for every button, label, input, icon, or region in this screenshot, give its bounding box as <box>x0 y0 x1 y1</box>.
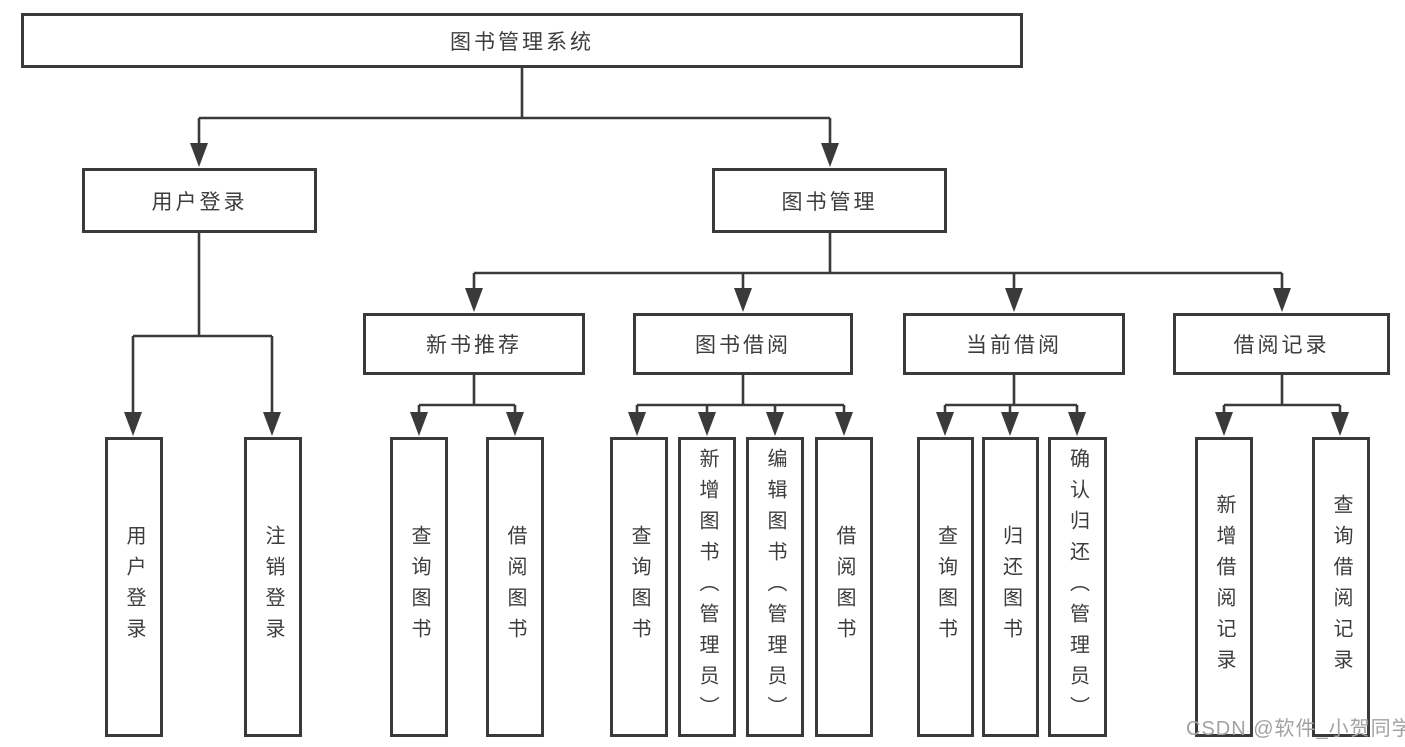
node-label: 当前借阅 <box>966 334 1062 357</box>
node-library-management-system: 图书管理系统 <box>21 13 1023 68</box>
leaf-query-borrow-record: 查询借阅记录 <box>1312 437 1370 737</box>
node-borrowing-records: 借阅记录 <box>1173 313 1390 375</box>
arrowheads <box>124 143 1349 436</box>
leaf-query-books-current: 查询图书 <box>917 437 974 737</box>
node-current-borrowing: 当前借阅 <box>903 313 1125 375</box>
node-book-borrowing: 图书借阅 <box>633 313 853 375</box>
leaf-borrow-books-borrow: 借阅图书 <box>815 437 873 737</box>
leaf-label: 注销登录 <box>262 525 284 649</box>
leaf-label: 借阅图书 <box>504 525 526 649</box>
node-label: 借阅记录 <box>1233 334 1330 357</box>
leaf-edit-books-admin: 编辑图书（管理员） <box>746 437 804 737</box>
leaf-label: 归还图书 <box>999 525 1022 649</box>
node-label: 图书借阅 <box>695 334 791 357</box>
leaf-query-books-recommend: 查询图书 <box>390 437 448 737</box>
node-new-book-recommendation: 新书推荐 <box>363 313 585 375</box>
leaf-logout: 注销登录 <box>244 437 302 737</box>
node-label: 图书管理 <box>781 190 878 214</box>
leaf-label: 用户登录 <box>123 525 145 649</box>
leaf-label: 查询图书 <box>408 525 430 649</box>
connector-path <box>131 68 1342 415</box>
node-label: 图书管理系统 <box>450 30 594 54</box>
leaf-label: 确认归还（管理员） <box>1066 447 1089 727</box>
leaf-label: 借阅图书 <box>833 525 855 649</box>
node-user-login: 用户登录 <box>82 168 317 233</box>
watermark-text: CSDN @软件_小贺同学 <box>1186 718 1405 740</box>
node-book-management: 图书管理 <box>712 168 947 233</box>
leaf-label: 查询借阅记录 <box>1330 494 1352 680</box>
leaf-query-books-borrow: 查询图书 <box>610 437 668 737</box>
leaf-label: 编辑图书（管理员） <box>764 447 786 727</box>
leaf-label: 查询图书 <box>934 525 957 649</box>
leaf-add-books-admin: 新增图书（管理员） <box>678 437 736 737</box>
node-label: 用户登录 <box>151 190 248 214</box>
leaf-label: 新增图书（管理员） <box>696 447 718 727</box>
leaf-confirm-return-admin: 确认归还（管理员） <box>1048 437 1107 737</box>
leaf-return-books: 归还图书 <box>982 437 1039 737</box>
leaf-label: 查询图书 <box>628 525 650 649</box>
leaf-label: 新增借阅记录 <box>1213 494 1235 680</box>
leaf-borrow-books-recommend: 借阅图书 <box>486 437 544 737</box>
node-label: 新书推荐 <box>426 334 522 357</box>
leaf-user-login: 用户登录 <box>105 437 163 737</box>
leaf-add-borrow-record: 新增借阅记录 <box>1195 437 1253 737</box>
